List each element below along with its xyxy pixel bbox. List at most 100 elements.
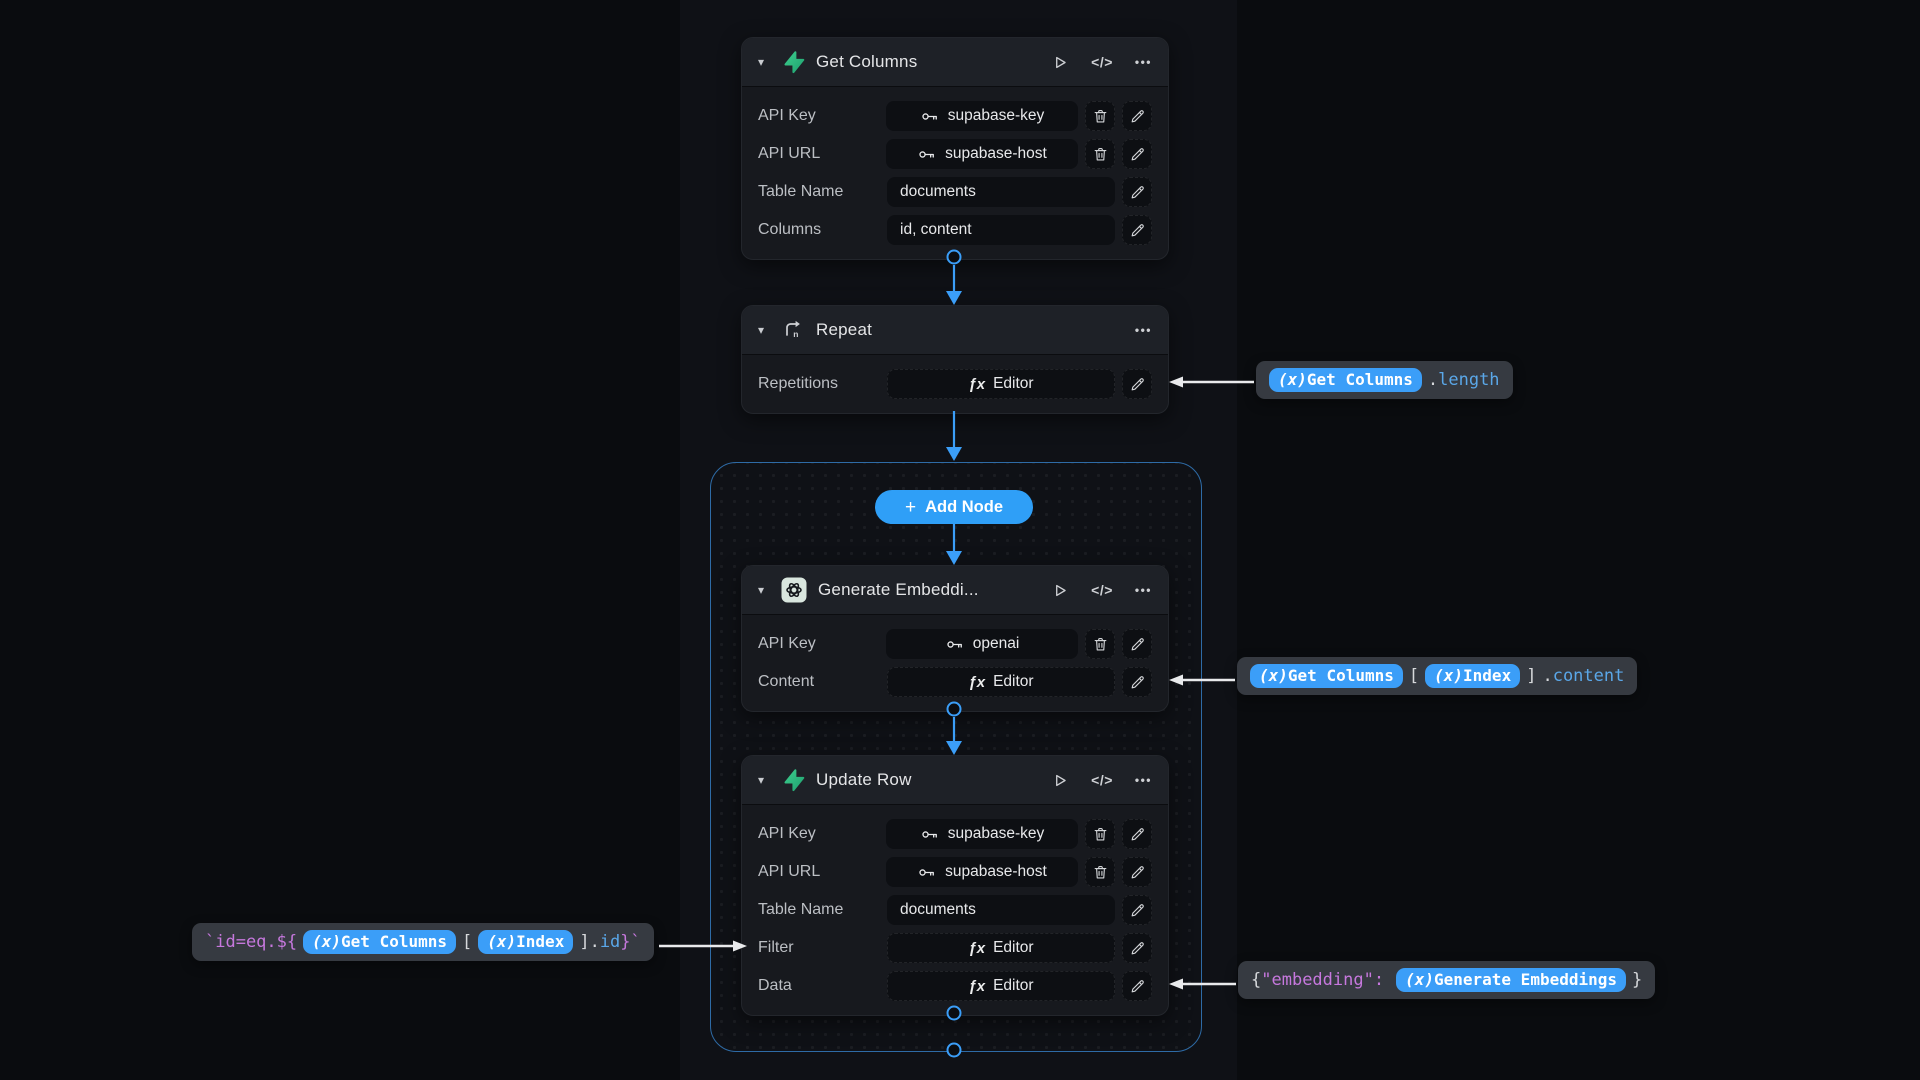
code-icon[interactable]: </>	[1091, 582, 1113, 598]
node-repeat-header[interactable]: ▾ Repeat •••	[742, 306, 1168, 355]
variable-pill-get-columns: (x)Get Columns	[1269, 368, 1422, 392]
openai-icon	[781, 577, 807, 603]
secret-value-chip[interactable]: supabase-key	[886, 101, 1078, 131]
field-row-repetitions: Repetitions ƒx Editor	[758, 369, 1152, 399]
run-node-icon[interactable]	[1050, 581, 1069, 600]
text-value-field[interactable]: id, content	[887, 215, 1115, 245]
text-value-field[interactable]: documents	[887, 895, 1115, 925]
field-label: API Key	[758, 635, 816, 652]
field-row-api-key: API Key supabase-key	[758, 101, 1152, 131]
code-text: .	[1427, 370, 1439, 390]
node-title: Update Row	[816, 770, 912, 789]
node-update-row-header[interactable]: ▾ Update Row </> •••	[742, 756, 1168, 805]
edit-icon[interactable]	[1122, 629, 1152, 659]
code-text: `id=eq.${	[205, 932, 298, 952]
ellipsis-icon[interactable]: •••	[1134, 583, 1152, 597]
edit-icon[interactable]	[1122, 215, 1152, 245]
edit-icon[interactable]	[1122, 369, 1152, 399]
add-node-button[interactable]: + Add Node	[875, 490, 1033, 524]
secret-value-chip[interactable]: supabase-key	[886, 819, 1078, 849]
code-text: length	[1438, 370, 1500, 390]
delete-icon[interactable]	[1085, 629, 1115, 659]
delete-icon[interactable]	[1085, 857, 1115, 887]
variable-pill-get-columns: (x)Get Columns	[303, 930, 456, 954]
field-label: API URL	[758, 863, 821, 880]
edit-icon[interactable]	[1122, 857, 1152, 887]
run-node-icon[interactable]	[1050, 771, 1069, 790]
key-icon	[920, 107, 939, 126]
ellipsis-icon[interactable]: •••	[1134, 323, 1152, 337]
code-text: {	[1251, 970, 1262, 990]
node-title: Get Columns	[816, 52, 918, 71]
code-text: [	[1408, 666, 1420, 686]
code-icon[interactable]: </>	[1091, 772, 1113, 788]
edit-icon[interactable]	[1122, 139, 1152, 169]
variable-pill-generate-embeddings: (x)Generate Embeddings	[1396, 968, 1627, 992]
code-text: ].	[579, 932, 600, 952]
code-text: }	[1632, 970, 1643, 990]
edit-icon[interactable]	[1122, 971, 1152, 1001]
edit-icon[interactable]	[1122, 819, 1152, 849]
code-text: id	[599, 932, 621, 952]
chevron-down-icon[interactable]: ▾	[758, 583, 765, 597]
secret-name: openai	[972, 635, 1020, 652]
node-update-row: ▾ Update Row </> ••• API Key supabase-ke…	[741, 755, 1169, 1016]
editor-label: Editor	[993, 977, 1034, 994]
expression-editor-button[interactable]: ƒx Editor	[887, 933, 1115, 963]
field-row-api-url: API URL supabase-host	[758, 857, 1152, 887]
ellipsis-icon[interactable]: •••	[1134, 55, 1152, 69]
node-get-columns-header[interactable]: ▾ Get Columns </> •••	[742, 38, 1168, 87]
secret-value-chip[interactable]: openai	[886, 629, 1078, 659]
annotation-repetitions-expression: (x)Get Columns .length	[1256, 361, 1513, 399]
expression-editor-button[interactable]: ƒx Editor	[887, 667, 1115, 697]
field-label: Repetitions	[758, 375, 839, 392]
editor-label: Editor	[993, 939, 1034, 956]
code-icon[interactable]: </>	[1091, 54, 1113, 70]
field-row-data: Data ƒx Editor	[758, 971, 1152, 1001]
editor-label: Editor	[993, 673, 1034, 690]
field-row-filter: Filter ƒx Editor	[758, 933, 1152, 963]
edit-icon[interactable]	[1122, 667, 1152, 697]
annotation-data-expression: { "embedding": (x)Generate Embeddings }	[1238, 961, 1656, 999]
delete-icon[interactable]	[1085, 101, 1115, 131]
key-icon	[917, 145, 936, 164]
run-node-icon[interactable]	[1050, 53, 1069, 72]
node-generate-embeddings-header[interactable]: ▾ Generate Embeddi... </> •••	[742, 566, 1168, 615]
node-get-columns: ▾ Get Columns </> ••• API Key supabase-k…	[741, 37, 1169, 260]
supabase-icon	[781, 768, 805, 792]
edit-icon[interactable]	[1122, 895, 1152, 925]
field-label: Table Name	[758, 901, 844, 918]
chevron-down-icon[interactable]: ▾	[758, 773, 765, 787]
field-row-api-key: API Key openai	[758, 629, 1152, 659]
delete-icon[interactable]	[1085, 819, 1115, 849]
expression-editor-button[interactable]: ƒx Editor	[887, 971, 1115, 1001]
node-body: Repetitions ƒx Editor	[742, 355, 1168, 413]
expression-editor-button[interactable]: ƒx Editor	[887, 369, 1115, 399]
plus-icon: +	[904, 496, 917, 518]
ellipsis-icon[interactable]: •••	[1134, 773, 1152, 787]
edit-icon[interactable]	[1122, 933, 1152, 963]
node-body: API Key openai Content ƒx Editor	[742, 615, 1168, 711]
node-body: API Key supabase-key API URL supabase-ho…	[742, 87, 1168, 259]
field-label: API Key	[758, 825, 816, 842]
editor-label: Editor	[993, 375, 1034, 392]
delete-icon[interactable]	[1085, 139, 1115, 169]
fx-icon: ƒx	[968, 939, 986, 957]
edit-icon[interactable]	[1122, 101, 1152, 131]
edit-icon[interactable]	[1122, 177, 1152, 207]
code-text: content	[1552, 666, 1625, 686]
node-body: API Key supabase-key API URL supabase-ho…	[742, 805, 1168, 1015]
secret-name: supabase-key	[947, 107, 1045, 124]
secret-name: supabase-host	[945, 863, 1047, 880]
node-generate-embeddings: ▾ Generate Embeddi... </> ••• API Key op…	[741, 565, 1169, 712]
chevron-down-icon[interactable]: ▾	[758, 323, 765, 337]
field-row-content: Content ƒx Editor	[758, 667, 1152, 697]
secret-value-chip[interactable]: supabase-host	[886, 139, 1078, 169]
chevron-down-icon[interactable]: ▾	[758, 55, 765, 69]
code-text: ]	[1526, 666, 1537, 686]
text-value-field[interactable]: documents	[887, 177, 1115, 207]
add-node-label: Add Node	[925, 497, 1004, 516]
secret-value-chip[interactable]: supabase-host	[886, 857, 1078, 887]
supabase-icon	[781, 50, 805, 74]
